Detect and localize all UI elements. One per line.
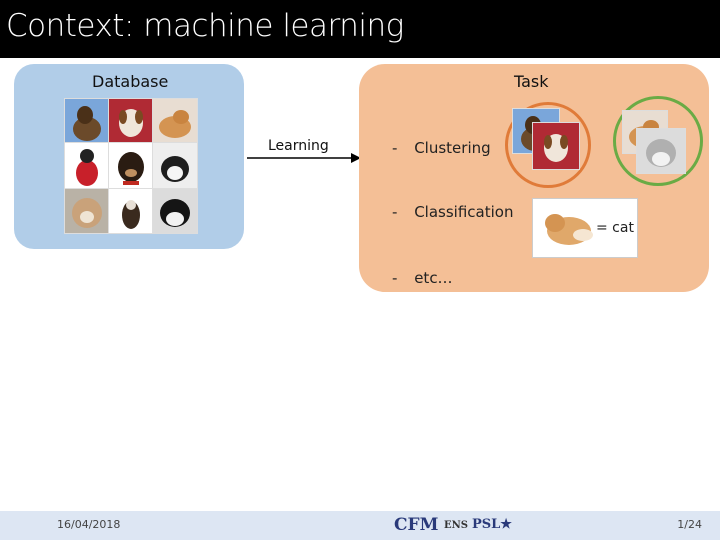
task-item-classification: - Classification bbox=[392, 203, 513, 221]
task-item-label: Classification bbox=[414, 203, 514, 221]
cat-photo-1 bbox=[152, 98, 198, 144]
task-item-clustering: - Clustering bbox=[392, 139, 491, 157]
task-item-etc: - etc… bbox=[392, 269, 453, 287]
dog-cluster-ring bbox=[505, 102, 591, 188]
cluster-dog-photo-2 bbox=[532, 122, 580, 170]
task-item-label: etc… bbox=[414, 269, 453, 287]
cluster-cat-photo-2 bbox=[636, 128, 686, 174]
dog-photo-2 bbox=[108, 98, 154, 144]
dog-photo-4 bbox=[108, 142, 154, 190]
learning-label: Learning bbox=[268, 138, 329, 154]
bullet: - bbox=[392, 203, 398, 221]
page-number: 1/24 bbox=[677, 518, 702, 531]
task-item-label: Clustering bbox=[414, 139, 491, 157]
cat-photo-4 bbox=[152, 188, 198, 234]
bullet: - bbox=[392, 139, 398, 157]
cat-photo-2 bbox=[152, 142, 198, 190]
psl-logo: PSL★ bbox=[472, 517, 512, 532]
cfm-logo: CFM bbox=[394, 515, 439, 535]
classification-result: = cat bbox=[596, 220, 634, 236]
bullet: - bbox=[392, 269, 398, 287]
ens-logo: ENS bbox=[444, 520, 468, 531]
footer-bar: 16/04/2018 CFM ENS PSL★ 1/24 bbox=[0, 511, 720, 540]
slide-title: Context: machine learning bbox=[6, 8, 404, 44]
database-heading: Database bbox=[92, 72, 169, 91]
dog-photo-3 bbox=[64, 142, 110, 190]
cat-cluster-ring bbox=[613, 96, 703, 186]
task-heading: Task bbox=[514, 72, 549, 91]
dog-photo-1 bbox=[64, 98, 110, 144]
learning-arrow bbox=[247, 150, 363, 166]
cat-photo-3 bbox=[64, 188, 110, 234]
classification-input-photo bbox=[532, 198, 638, 258]
footer-date: 16/04/2018 bbox=[57, 518, 121, 531]
title-bar: Context: machine learning bbox=[0, 0, 720, 58]
dog-photo-5 bbox=[108, 188, 154, 234]
